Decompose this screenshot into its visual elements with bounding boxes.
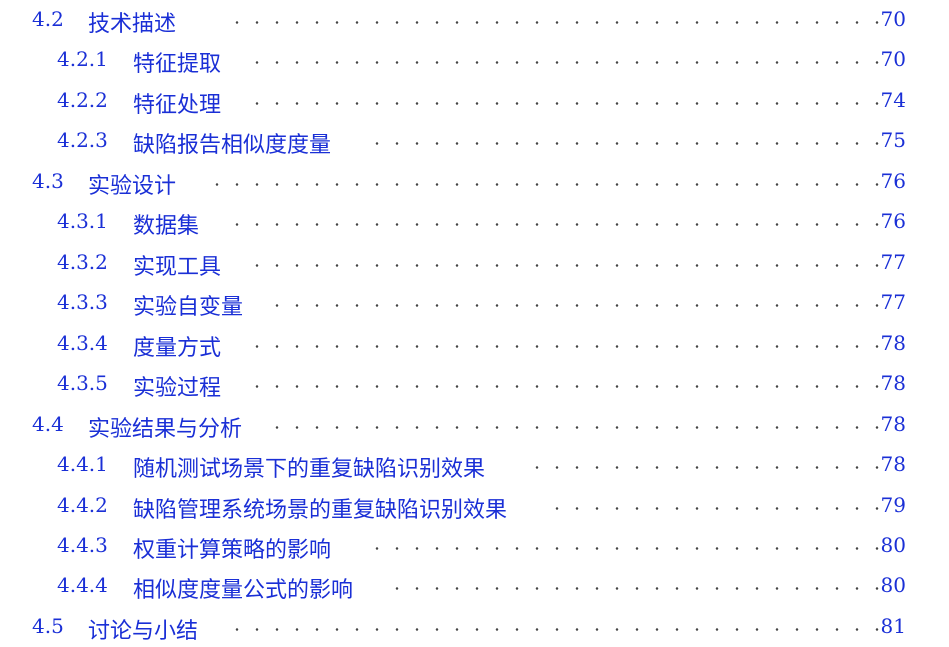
toc-section-number[interactable]: 4.3.1 [57,209,108,233]
toc-dot-leader [360,547,887,550]
toc-entry[interactable]: 4.2.2 特征处理 74 [0,85,949,118]
toc-section-number[interactable]: 4.4.1 [57,452,108,476]
toc-entry[interactable]: 4.2.1 特征提取 70 [0,44,949,77]
toc-entry[interactable]: 4.2 技术描述 70 [0,4,949,37]
toc-section-number[interactable]: 4.2.3 [57,128,108,152]
toc-page-number[interactable]: 78 [880,331,906,355]
toc-dot-leader [260,304,887,307]
toc-dot-leader [385,587,887,590]
toc-dot-leader [220,628,887,631]
toc-section-number[interactable]: 4.3.2 [57,250,108,274]
toc-section-title[interactable]: 特征处理 [133,93,222,118]
toc-dot-leader [530,466,887,469]
toc-page-number[interactable]: 77 [880,290,906,314]
toc-section-number[interactable]: 4.4.2 [57,493,108,517]
toc-page-number[interactable]: 79 [880,493,906,517]
toc-section-number[interactable]: 4.3.3 [57,290,108,314]
toc-page-number[interactable]: 80 [880,533,906,557]
toc-section-number[interactable]: 4.3 [32,169,64,193]
toc-page-number[interactable]: 78 [880,371,906,395]
toc-entry[interactable]: 4.3.2 实现工具 77 [0,247,949,280]
toc-section-title[interactable]: 实验设计 [88,174,177,199]
toc-entry[interactable]: 4.4.1 随机测试场景下的重复缺陷识别效果 78 [0,449,949,482]
toc-page-number[interactable]: 81 [880,614,906,638]
toc-entry[interactable]: 4.3.1 数据集 76 [0,206,949,239]
toc-section-number[interactable]: 4.2.1 [57,47,108,71]
toc-section-number[interactable]: 4.4.4 [57,573,108,597]
toc-section-number[interactable]: 4.4.3 [57,533,108,557]
toc-section-title[interactable]: 实验自变量 [133,295,244,320]
toc-entry[interactable]: 4.4.2 缺陷管理系统场景的重复缺陷识别效果 79 [0,490,949,523]
toc-page-number[interactable]: 80 [880,573,906,597]
toc-dot-leader [240,61,887,64]
toc-section-title[interactable]: 技术描述 [88,12,177,37]
toc-entry[interactable]: 4.4 实验结果与分析 78 [0,409,949,442]
toc-section-number[interactable]: 4.4 [32,412,64,436]
toc-dot-leader [240,102,887,105]
toc-section-number[interactable]: 4.2.2 [57,88,108,112]
toc-page-number[interactable]: 77 [880,250,906,274]
toc-entry[interactable]: 4.2.3 缺陷报告相似度度量 75 [0,125,949,158]
toc-entry[interactable]: 4.4.3 权重计算策略的影响 80 [0,530,949,563]
toc-section-title[interactable]: 相似度度量公式的影响 [133,578,354,603]
toc-section-title[interactable]: 缺陷报告相似度度量 [133,133,332,158]
toc-entry[interactable]: 4.3.4 度量方式 78 [0,328,949,361]
toc-section-title[interactable]: 特征提取 [133,52,222,77]
toc-dot-leader [240,264,887,267]
toc-dot-leader [225,21,887,24]
toc-entry[interactable]: 4.3.5 实验过程 78 [0,368,949,401]
toc-page-number[interactable]: 70 [880,47,906,71]
toc-page-number[interactable]: 76 [880,169,906,193]
toc-entry[interactable]: 4.3.3 实验自变量 77 [0,287,949,320]
toc-section-number[interactable]: 4.2 [32,7,64,31]
toc-page-number[interactable]: 74 [880,88,906,112]
toc-section-title[interactable]: 度量方式 [133,336,222,361]
toc-dot-leader [240,345,887,348]
toc-dot-leader [550,507,887,510]
toc-dot-leader [265,426,887,429]
toc-dot-leader [220,223,887,226]
toc-section-title[interactable]: 讨论与小结 [88,619,199,644]
toc-section-title[interactable]: 实验结果与分析 [88,417,243,442]
toc-dot-leader [360,142,887,145]
toc-page-number[interactable]: 70 [880,7,906,31]
toc-section-title[interactable]: 权重计算策略的影响 [133,538,332,563]
toc-section-number[interactable]: 4.5 [32,614,64,638]
toc-entry[interactable]: 4.4.4 相似度度量公式的影响 80 [0,570,949,603]
toc-section-title[interactable]: 实验过程 [133,376,222,401]
toc-section-title[interactable]: 数据集 [133,214,200,239]
toc-page-number[interactable]: 78 [880,412,906,436]
toc-section-number[interactable]: 4.3.5 [57,371,108,395]
toc-page-number[interactable]: 78 [880,452,906,476]
toc-section-title[interactable]: 缺陷管理系统场景的重复缺陷识别效果 [133,498,508,523]
toc-section-title[interactable]: 实现工具 [133,255,222,280]
toc-entry[interactable]: 4.5 讨论与小结 81 [0,611,949,644]
toc-section-number[interactable]: 4.3.4 [57,331,108,355]
toc-section-title[interactable]: 随机测试场景下的重复缺陷识别效果 [133,457,486,482]
toc-page-number[interactable]: 76 [880,209,906,233]
toc-dot-leader [240,385,887,388]
toc-dot-leader [200,183,887,186]
toc-page-number[interactable]: 75 [880,128,906,152]
toc-entry[interactable]: 4.3 实验设计 76 [0,166,949,199]
